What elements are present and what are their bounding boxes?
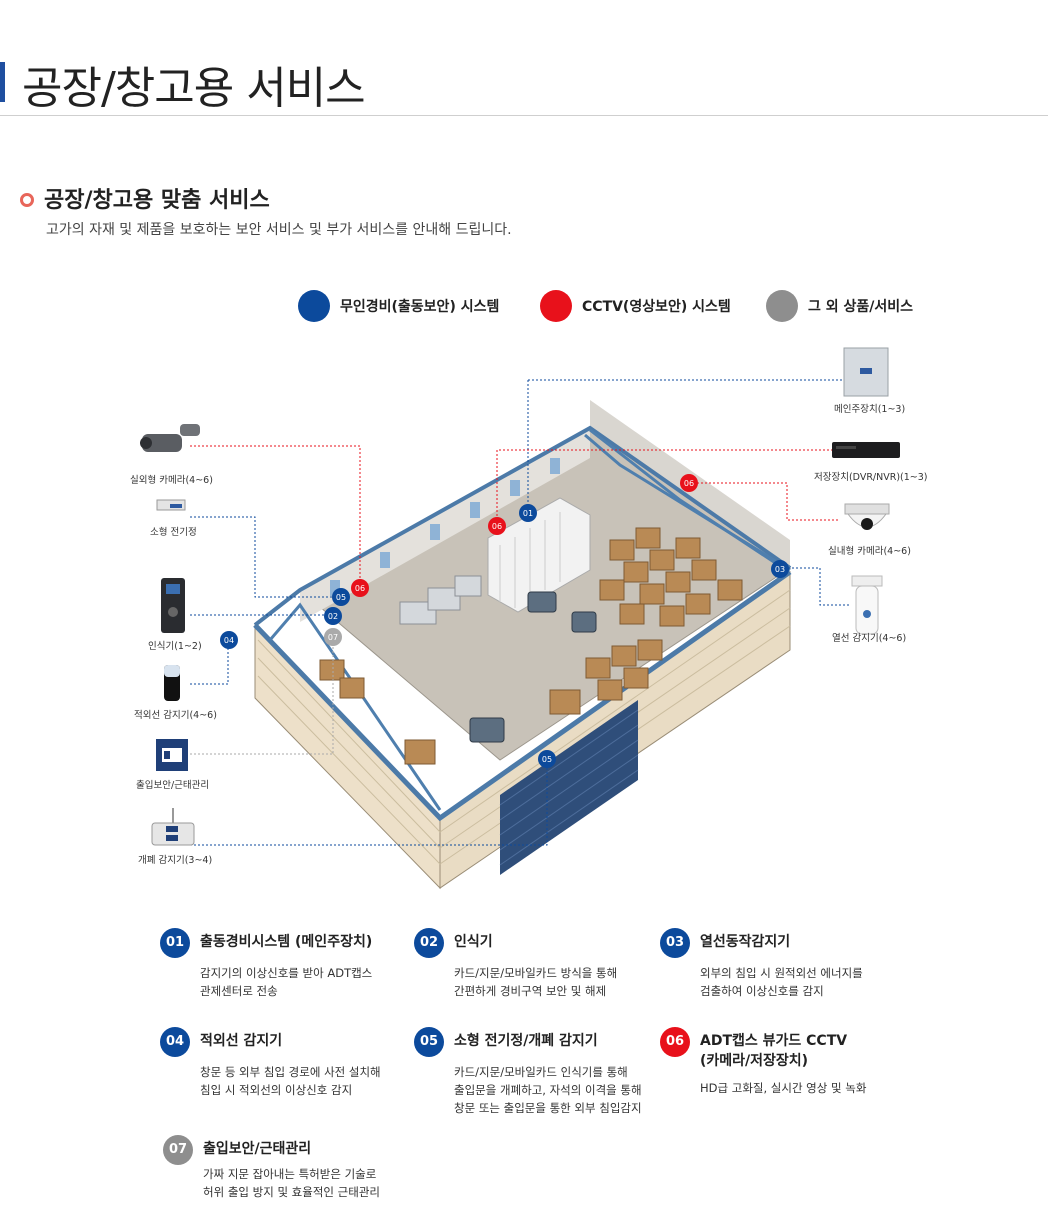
- warehouse-diagram: 06 05 02 07 04 06 01 06: [0, 340, 1048, 900]
- marker-text: 06: [684, 479, 694, 488]
- storage-unit-icon: [832, 442, 900, 458]
- recognizer-icon: [161, 578, 185, 633]
- legend: 무인경비(출동보안) 시스템 CCTV(영상보안) 시스템 그 외 상품/서비스: [0, 288, 1048, 324]
- feature-desc-line: 외부의 침입 시 원적외선 에너지를: [700, 966, 863, 980]
- warehouse-building: [253, 400, 792, 890]
- feature-desc-line: 간편하게 경비구역 보안 및 해제: [454, 984, 607, 998]
- feature-number-badge: 03: [660, 928, 690, 958]
- marker-07-access: 07: [324, 628, 342, 646]
- marker-04-ir: 04: [220, 631, 238, 649]
- indoor-camera-label: 실내형 카메라(4~6): [828, 546, 911, 557]
- legend-label: 무인경비(출동보안) 시스템: [340, 299, 500, 315]
- feature-title: 출동경비시스템 (메인주장치): [200, 934, 373, 950]
- feature-title: 열선동작감지기: [700, 934, 791, 950]
- ring-bullet-icon: [20, 193, 34, 207]
- heat-sensor-icon: [851, 575, 883, 635]
- small-lock-label: 소형 전기정: [150, 527, 197, 538]
- feature-desc-line: 창문 등 외부 침입 경로에 사전 설치해: [200, 1065, 381, 1079]
- blue-dot-icon: [298, 290, 330, 322]
- feature-number-badge: 05: [414, 1027, 444, 1057]
- feature-title: 출입보안/근태관리: [203, 1141, 312, 1157]
- marker-01-main: 01: [519, 504, 537, 522]
- feature-desc-line: 허위 출입 방지 및 효율적인 근태관리: [203, 1185, 380, 1199]
- marker-text: 03: [775, 565, 785, 574]
- feature-desc-line: 감지기의 이상신호를 받아 ADT캡스: [200, 966, 373, 980]
- small-lock-icon: [156, 499, 186, 511]
- feature-desc-line: HD급 고화질, 실시간 영상 및 녹화: [700, 1081, 867, 1095]
- indoor-camera-icon: [844, 503, 890, 530]
- access-mgmt-label: 출입보안/근태관리: [136, 780, 210, 791]
- legend-item-other: 그 외 상품/서비스: [766, 288, 913, 324]
- feature-desc-line: 검출하여 이상신호를 감지: [700, 984, 824, 998]
- marker-text: 01: [523, 509, 533, 518]
- door-sensor-icon: [151, 808, 195, 846]
- outdoor-camera-icon: [140, 424, 200, 452]
- feature-desc-line: 창문 또는 출입문을 통한 외부 침입감지: [454, 1101, 642, 1115]
- recognizer-label: 인식기(1~2): [148, 641, 202, 652]
- marker-text: 06: [492, 522, 502, 531]
- feature-number-badge: 01: [160, 928, 190, 958]
- marker-text: 02: [328, 612, 338, 621]
- feature-title: 인식기: [454, 934, 493, 950]
- marker-02-recognizer: 02: [324, 607, 342, 625]
- main-unit-icon: [843, 347, 889, 397]
- main-unit-label: 메인주장치(1~3): [834, 404, 906, 415]
- outdoor-camera-label: 실외형 카메라(4~6): [130, 475, 213, 486]
- marker-03-heat: 03: [771, 560, 789, 578]
- marker-text: 05: [336, 593, 346, 602]
- feature-desc-line: 카드/지문/모바일카드 방식을 통해: [454, 966, 618, 980]
- ir-sensor-label: 적외선 감지기(4~6): [134, 710, 217, 721]
- legend-item-cctv: CCTV(영상보안) 시스템: [540, 288, 731, 324]
- feature-number-badge: 04: [160, 1027, 190, 1057]
- page-header: 공장/창고용 서비스: [0, 0, 1048, 116]
- legend-label: CCTV(영상보안) 시스템: [582, 299, 731, 315]
- marker-06-camera: 06: [351, 579, 369, 597]
- feature-number-badge: 07: [163, 1135, 193, 1165]
- feature-title-line2: (카메라/저장장치): [700, 1053, 809, 1069]
- title-accent-bar: [0, 62, 5, 102]
- marker-05-lock: 05: [332, 588, 350, 606]
- feature-number-badge: 06: [660, 1027, 690, 1057]
- feature-title: 소형 전기정/개폐 감지기: [454, 1033, 598, 1049]
- feature-desc-line: 카드/지문/모바일카드 인식기를 통해: [454, 1065, 628, 1079]
- ir-sensor-icon: [164, 665, 180, 701]
- marker-06-indoor: 06: [680, 474, 698, 492]
- section-title: 공장/창고용 맞춤 서비스: [44, 188, 270, 213]
- feature-title: ADT캡스 뷰가드 CCTV: [700, 1033, 848, 1049]
- marker-text: 07: [328, 633, 338, 642]
- gray-dot-icon: [766, 290, 798, 322]
- heat-sensor-label: 열선 감지기(4~6): [832, 633, 907, 644]
- red-dot-icon: [540, 290, 572, 322]
- feature-number-badge: 02: [414, 928, 444, 958]
- feature-desc-line: 침입 시 적외선의 이상신호 감지: [200, 1083, 353, 1097]
- warehouse-illustration: 06 05 02 07 04 06 01 06: [140, 347, 900, 890]
- feature-title: 적외선 감지기: [200, 1033, 283, 1049]
- legend-label: 그 외 상품/서비스: [808, 299, 914, 315]
- callout-lines: [190, 379, 865, 846]
- storage-unit-label: 저장장치(DVR/NVR)(1~3): [814, 472, 928, 483]
- feature-desc-line: 출입문을 개폐하고, 자석의 이격을 통해: [454, 1083, 642, 1097]
- access-mgmt-icon: [156, 739, 188, 771]
- feature-list: 01 출동경비시스템 (메인주장치) 감지기의 이상신호를 받아 ADT캡스 관…: [0, 920, 1048, 1220]
- door-sensor-label: 개폐 감지기(3~4): [138, 855, 213, 866]
- marker-text: 06: [355, 584, 365, 593]
- section-subtitle: 고가의 자재 및 제품을 보호하는 보안 서비스 및 부가 서비스를 안내해 드…: [46, 222, 512, 238]
- marker-text: 04: [224, 636, 234, 645]
- legend-item-alarm: 무인경비(출동보안) 시스템: [298, 288, 499, 324]
- marker-06-storage: 06: [488, 517, 506, 535]
- marker-text: 05: [542, 755, 552, 764]
- marker-05-door: 05: [538, 750, 556, 768]
- feature-desc-line: 가짜 지문 잡아내는 특허받은 기술로: [203, 1167, 377, 1181]
- page-title: 공장/창고용 서비스: [22, 63, 366, 114]
- feature-desc-line: 관제센터로 전송: [200, 984, 278, 998]
